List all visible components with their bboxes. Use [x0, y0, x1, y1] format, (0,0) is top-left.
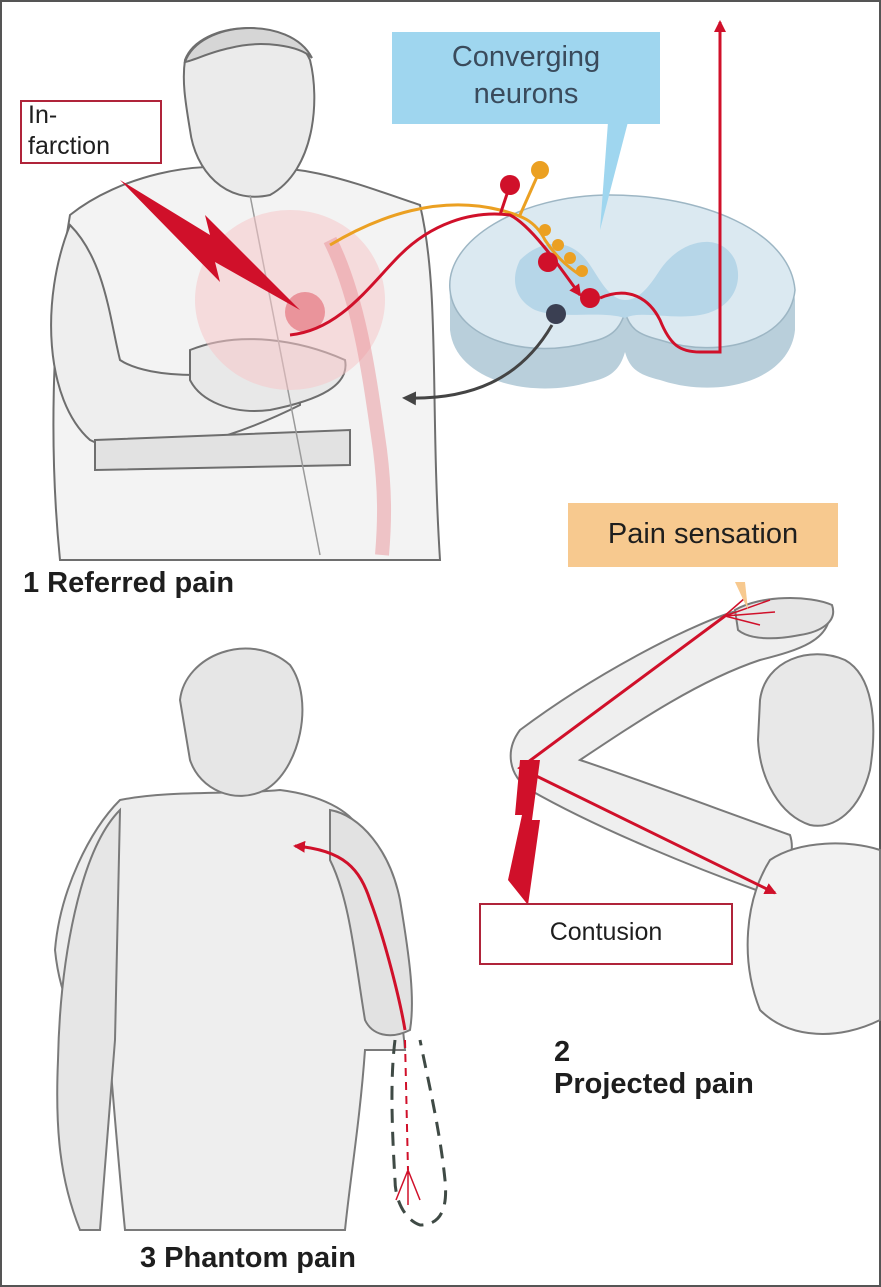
caption-projected-number: 2 [554, 1036, 570, 1069]
caption-phantom-pain: 3 Phantom pain [140, 1242, 356, 1275]
woman-head [758, 654, 873, 825]
contusion-lightning-icon [508, 760, 540, 905]
phantom-nerve-dashed [405, 1040, 408, 1170]
orange-neuron-body [531, 161, 549, 179]
woman-body [748, 843, 880, 1034]
contusion-label: Contusion [479, 918, 733, 947]
converging-neurons-label: Converging neurons [392, 39, 660, 113]
pain-sensation-label: Pain sensation [568, 518, 838, 551]
red-neuron-body [500, 175, 520, 195]
motor-neuron [546, 304, 566, 324]
amputee-left-arm [57, 810, 120, 1230]
caption-referred-pain: 1 Referred pain [23, 567, 234, 600]
phantom-nerve-endings [396, 1170, 420, 1205]
amputee-head [180, 649, 302, 796]
infarction-label: In- farction [28, 100, 110, 162]
phantom-pain-figure [55, 649, 412, 1230]
relay-neuron [580, 288, 600, 308]
caption-projected-pain: Projected pain [554, 1068, 754, 1101]
projected-pain-figure [511, 598, 880, 1034]
